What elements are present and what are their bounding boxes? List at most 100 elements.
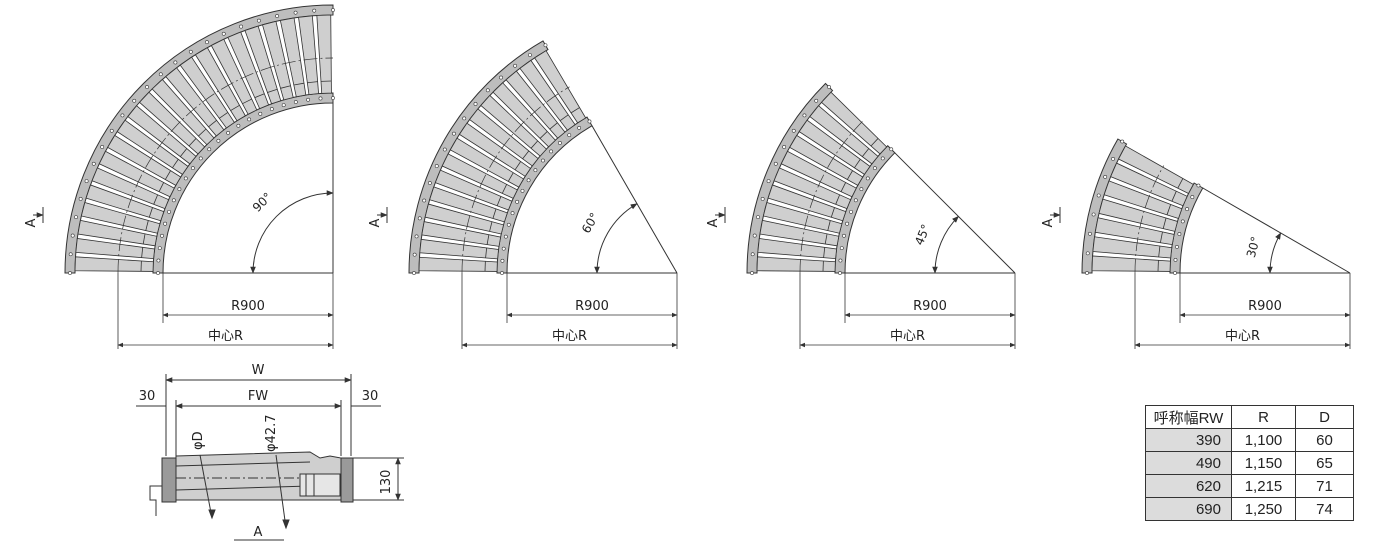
bolt-hole [417,216,422,221]
roller-joint [242,98,252,105]
roller-joint [230,104,240,111]
roller [441,153,518,199]
bolt-hole [422,198,427,203]
roller-joint [501,184,508,194]
roller [469,108,539,167]
bolt-hole [68,271,72,275]
bolt-hole [145,85,149,89]
bolt-hole [526,178,531,183]
angle-arc [594,203,638,274]
bolt-hole [239,24,243,29]
bolt-hole [258,111,263,116]
roller-joint [854,159,861,169]
roller [449,137,525,188]
frame-width-label: FW [248,389,268,404]
table-row: 690 1,250 74 [1145,497,1354,521]
table-cell: 65 [1295,451,1354,475]
roller-joint [293,82,305,86]
outer-frame [746,82,834,274]
roller-joint [570,107,580,114]
roller-joint [179,148,188,157]
bolt-hole [84,179,89,183]
radius-label: R900 [1248,299,1282,314]
bolt-hole [1175,245,1179,249]
roller [534,50,587,124]
roller [798,119,871,175]
roller [1091,255,1171,272]
section-label: A [368,218,383,227]
bolt-hole [281,103,286,107]
roller-joint [827,220,831,231]
roller [505,70,566,139]
roller-joint [267,88,278,93]
height-label: 130 [379,470,394,495]
bolt-hole [207,147,212,152]
bolt-hole [160,233,164,238]
roller-joint [148,207,153,218]
roller [1092,236,1173,259]
bolt-hole [845,221,849,226]
radius-label: R900 [913,299,947,314]
bolt-hole [275,14,279,18]
roller [1094,217,1175,246]
roller [492,82,556,148]
bolt-hole [331,96,335,100]
bolt-hole [221,31,226,36]
roller-joint [280,85,291,89]
bolt-hole [1091,212,1096,217]
bolt-hole [513,63,517,68]
angle-label: 60° [579,210,602,235]
bolt-hole [171,198,176,203]
roller-joint [254,93,265,99]
inner-frame [152,92,334,274]
angle-label: 90° [250,190,275,215]
bolt-hole [853,198,858,203]
table-cell: 1,100 [1231,428,1296,452]
bolt-hole [865,176,870,181]
bolt-hole [533,168,538,173]
radius-label: R900 [575,299,609,314]
table-cell: 74 [1295,497,1354,521]
roller-joint [522,150,530,160]
roller [767,184,847,222]
roller-joint [539,131,548,139]
bolt-hole [163,221,167,226]
roller-joint [208,119,217,128]
roller [107,134,182,186]
bolt-hole [587,119,592,124]
bolt-hole [1085,251,1090,256]
roller [194,47,246,122]
bolt-hole [183,176,188,181]
bolt-hole [318,96,323,101]
bolt-hole [499,75,503,80]
roller-joint [198,128,207,137]
roller-joint [145,220,149,231]
bolt-hole [157,246,162,250]
roller [210,38,258,115]
section-view-label: A [254,525,263,540]
right-offset-label: 30 [362,389,379,404]
roller [418,256,498,272]
table-row: 620 1,215 71 [1145,474,1354,498]
bolt-hole [782,145,787,149]
roller-joint [1177,178,1184,189]
roller-joint [1158,245,1161,258]
bolt-hole [766,179,771,183]
bolt-hole [158,72,163,77]
bolt-hole [528,53,532,57]
bolt-hole [70,233,75,238]
radius-label: R900 [231,299,265,314]
bolt-hole [173,60,178,65]
bolt-hole [543,43,548,48]
bolt-hole [442,147,447,152]
bolt-hole [558,141,562,145]
roller [434,169,513,211]
roller [421,221,502,247]
header-diameter: D [1295,405,1354,429]
table-cell: 690 [1145,497,1232,521]
bolt-hole [120,113,125,118]
curve-90-drawing: 90° R900 中心R A [24,4,335,349]
bolt-hole [1173,271,1177,275]
bolt-hole [506,222,511,227]
